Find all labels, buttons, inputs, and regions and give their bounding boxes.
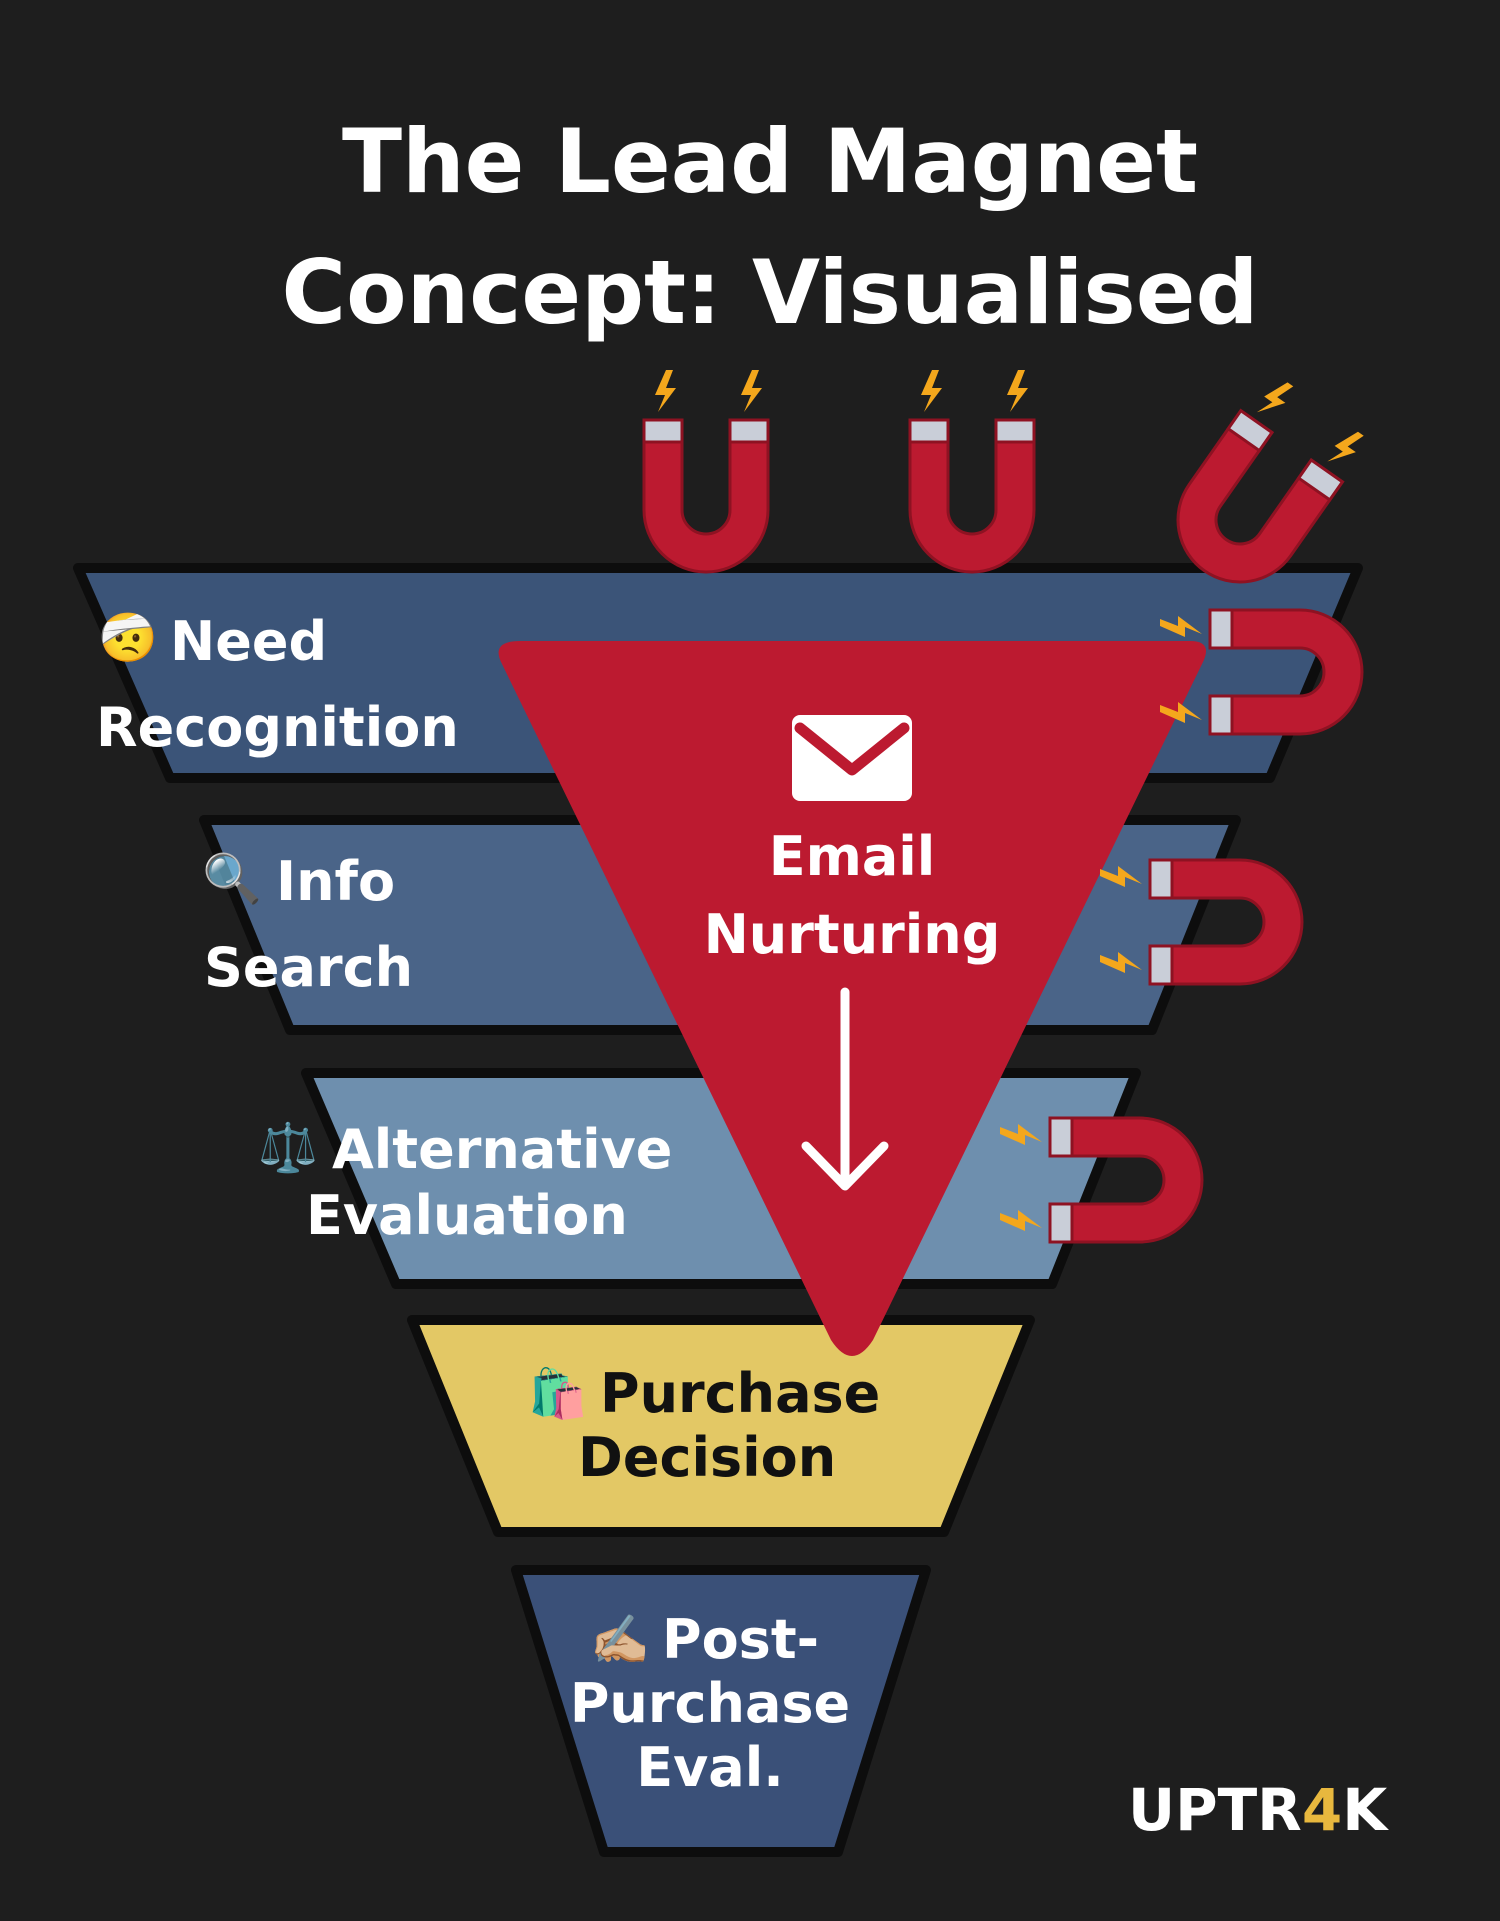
stage-label-info-line-1: Info	[276, 850, 395, 913]
purchase-emoji-icon: 🛍️	[528, 1366, 588, 1422]
envelope-icon	[792, 715, 912, 801]
brand-logo: UPTR4K	[1128, 1776, 1389, 1844]
brand-prefix: UPTR	[1128, 1776, 1302, 1844]
info-emoji-icon: 🔍	[202, 848, 262, 907]
stage-label-purchase-line-2: Decision	[578, 1426, 836, 1489]
need-emoji-icon: 🤕	[98, 610, 158, 666]
stage-label-post-line-1: Post-	[662, 1608, 819, 1671]
magnet-icon	[908, 368, 1036, 574]
stage-label-need-line-2: Recognition	[96, 696, 459, 759]
stage-label-need-line-1: Need	[170, 610, 327, 673]
down-arrow-icon	[801, 987, 889, 1191]
stage-label-info-line-2: Search	[204, 936, 413, 999]
stage-label-alternative-line-1: Alternative	[332, 1118, 672, 1181]
funnel-tier-post	[511, 1565, 931, 1857]
stage-label-post-line-3: Eval.	[636, 1736, 784, 1799]
nurturing-label-line-2: Nurturing	[704, 903, 1001, 966]
brand-suffix: K	[1342, 1776, 1389, 1844]
svg-text:UPTR4K: UPTR4K	[1128, 1776, 1389, 1844]
title-line-1: The Lead Magnet	[342, 110, 1198, 213]
alternative-emoji-icon: ⚖️	[258, 1120, 318, 1176]
stage-label-alternative-line-2: Evaluation	[306, 1184, 628, 1247]
post-emoji-icon: ✍🏼	[590, 1612, 650, 1668]
email-nurturing-triangle	[498, 641, 1207, 1356]
magnet-icon	[642, 368, 770, 574]
title-line-2: Concept: Visualised	[282, 241, 1259, 344]
stage-label-post-line-2: Purchase	[570, 1672, 850, 1735]
nurturing-label-line-1: Email	[769, 825, 936, 888]
stage-label-purchase-line-1: Purchase	[600, 1362, 880, 1425]
brand-accent: 4	[1302, 1776, 1342, 1844]
